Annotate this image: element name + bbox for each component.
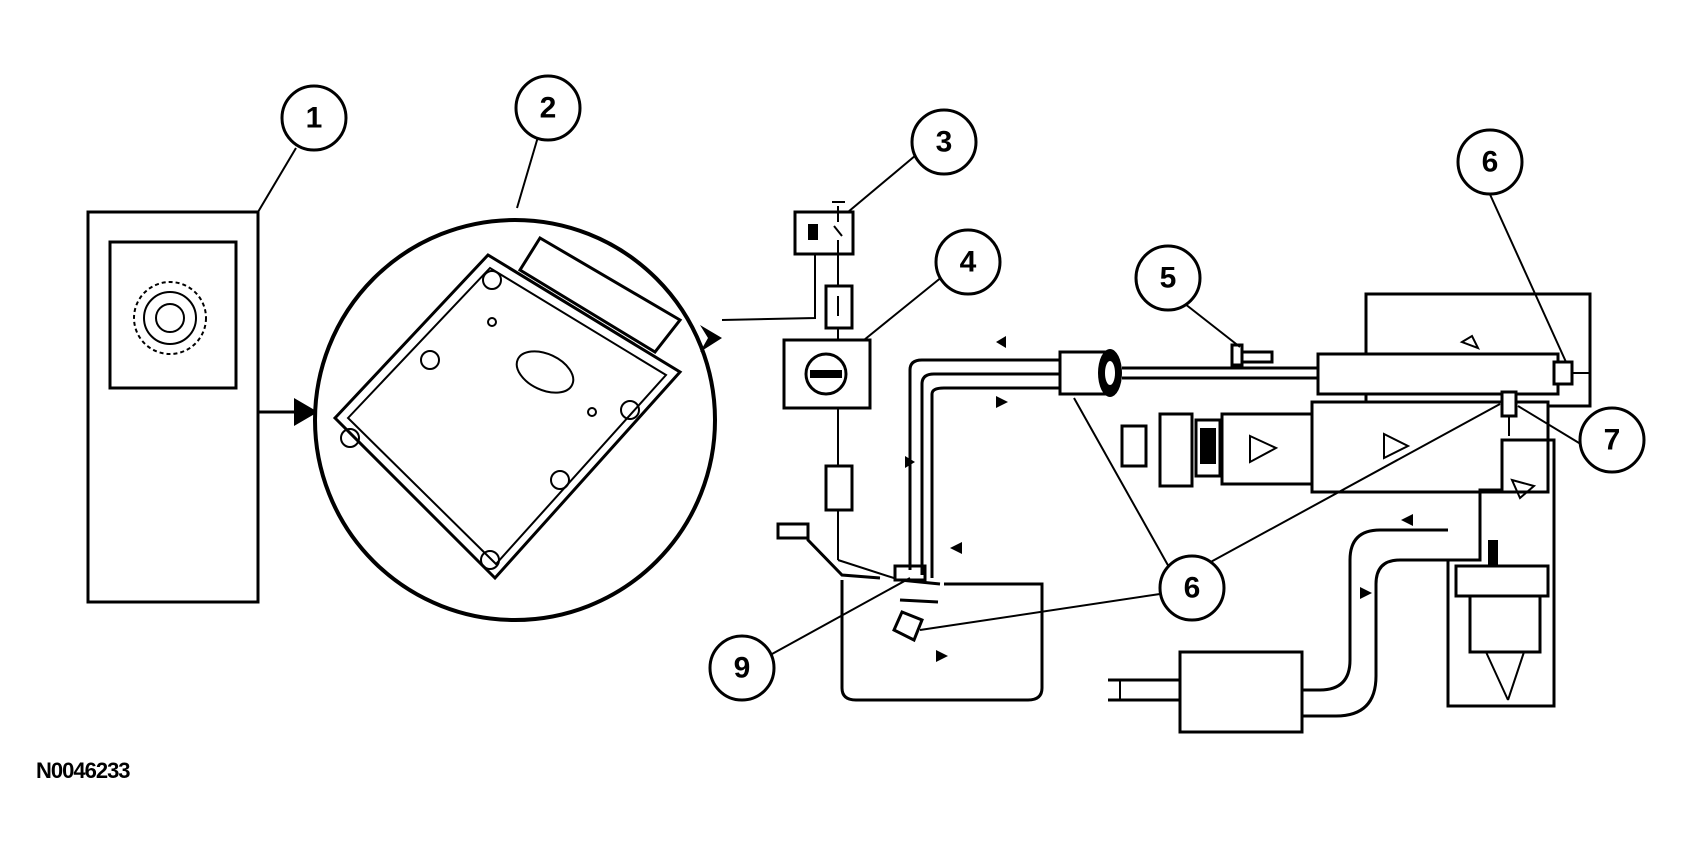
engine-cylinder xyxy=(1446,438,1556,708)
signal-arrow-module-out xyxy=(700,252,816,352)
vacuum-sensor xyxy=(1500,390,1518,436)
callout-6-bottom: 6 xyxy=(1158,554,1226,622)
control-module xyxy=(313,218,717,622)
exhaust-system xyxy=(1108,528,1448,734)
relay-switch xyxy=(793,201,855,256)
svg-text:1: 1 xyxy=(306,102,323,135)
callout-6-top: 6 xyxy=(1456,128,1524,196)
vapor-lines xyxy=(908,358,1060,578)
leader-lines xyxy=(257,129,1585,655)
wiring-harness xyxy=(824,254,901,581)
scan-tool xyxy=(86,210,260,604)
pressure-sensor xyxy=(782,338,872,410)
vapor-canister-valve xyxy=(1058,349,1320,397)
throttle-body xyxy=(1120,400,1550,494)
svg-text:2: 2 xyxy=(540,92,557,125)
svg-text:9: 9 xyxy=(734,652,751,685)
callout-4: 4 xyxy=(934,228,1002,296)
callout-7: 7 xyxy=(1578,406,1646,474)
callout-2: 2 xyxy=(514,74,582,142)
svg-text:6: 6 xyxy=(1482,146,1499,179)
svg-text:4: 4 xyxy=(960,246,977,279)
flow-arrow-tool-to-module xyxy=(258,398,318,426)
svg-text:7: 7 xyxy=(1604,424,1621,457)
callout-3: 3 xyxy=(910,108,978,176)
figure-id-label: N0046233 xyxy=(36,758,131,783)
fuel-tank xyxy=(776,522,1044,702)
intake-manifold xyxy=(1316,292,1592,408)
svg-text:5: 5 xyxy=(1160,262,1177,295)
svg-text:6: 6 xyxy=(1184,572,1201,605)
callout-1: 1 xyxy=(280,84,348,152)
svg-text:3: 3 xyxy=(936,126,953,159)
service-port xyxy=(1230,343,1274,367)
callout-9: 9 xyxy=(708,634,776,702)
callout-5: 5 xyxy=(1134,244,1202,312)
